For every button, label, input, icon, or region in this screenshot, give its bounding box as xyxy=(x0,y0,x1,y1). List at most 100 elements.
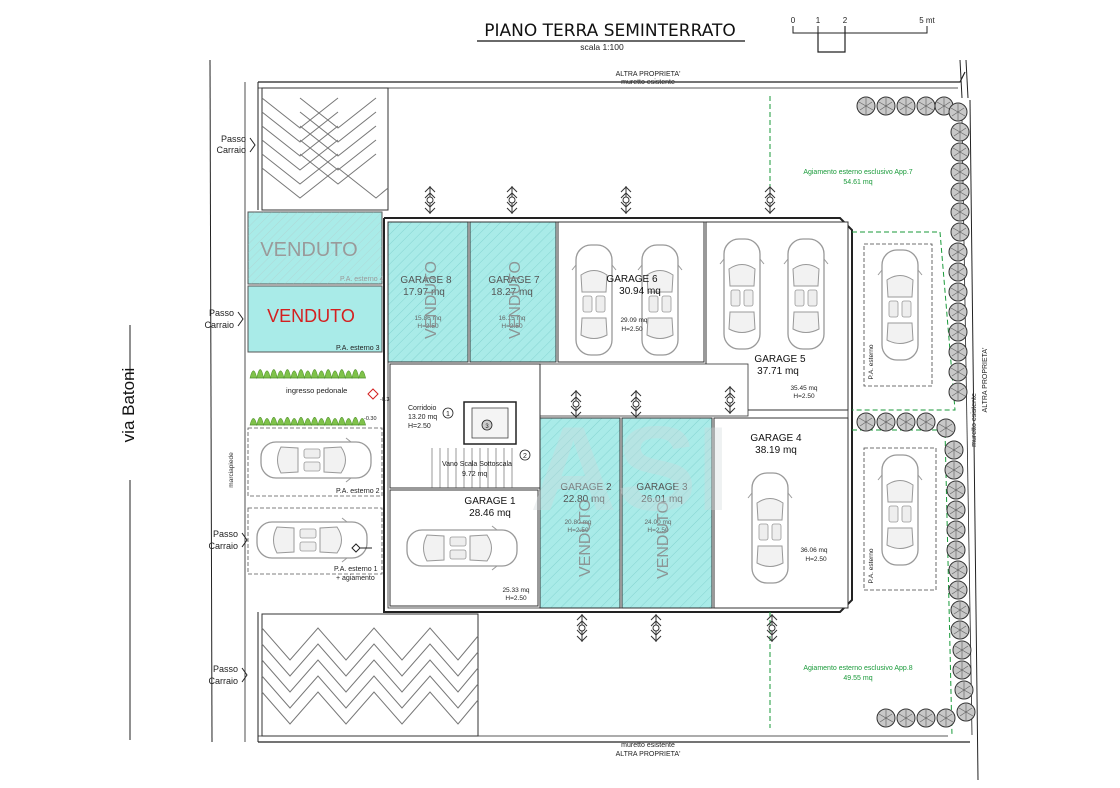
sold-label-g2: VENDUTO xyxy=(577,499,594,577)
garage-4-area: 38.19 mq xyxy=(755,445,797,456)
marker-1: 1 xyxy=(446,411,450,418)
garage-3-net: 24.00 mq xyxy=(644,519,671,526)
svg-text:Passo: Passo xyxy=(213,529,238,539)
sold-label-g3: VENDUTO xyxy=(655,501,672,579)
bottom-owner: ALTRA PROPRIETA' xyxy=(616,751,681,758)
garage-7-height: H=2.50 xyxy=(501,323,523,330)
sold-label-pa3: VENDUTO xyxy=(267,306,355,326)
garage-5-area: 37.71 mq xyxy=(757,366,799,377)
outdoor-parking-right-top: P.A. esterno xyxy=(863,243,933,387)
level-b: -0.30 xyxy=(364,416,377,422)
plan-title: PIANO TERRA SEMINTERRATO xyxy=(484,21,736,41)
car-icon xyxy=(877,249,923,361)
passage-1: Passo Carraio xyxy=(216,134,256,155)
car-icon xyxy=(261,438,371,482)
svg-text:Carraio: Carraio xyxy=(208,541,238,551)
scale-tick-2: 2 xyxy=(843,16,848,25)
street-edge xyxy=(129,59,246,743)
garage-6-height: H=2.50 xyxy=(621,326,643,333)
garage-4: GARAGE 4 38.19 mq 36.06 mq H=2.50 xyxy=(713,417,849,609)
garage-2-net: 20.80 mq xyxy=(564,519,591,526)
garage-6: GARAGE 6 30.94 mq 29.09 mq H=2.50 xyxy=(557,221,705,363)
sidewalk-label: marciapiede xyxy=(228,452,235,488)
car-icon xyxy=(257,518,367,562)
passage-4: Passo Carraio xyxy=(208,664,248,686)
garage-2: GARAGE 2 22.80 mq 20.80 mq H=2.50 VENDUT… xyxy=(539,417,621,609)
property-boundary xyxy=(257,59,979,781)
scale-tick-1: 1 xyxy=(816,16,821,25)
bottom-wall: muretto esistente xyxy=(621,742,675,749)
scale-tick-5: 5 mt xyxy=(919,16,935,25)
garage-6-net: 29.09 mq xyxy=(620,317,647,324)
corridor-label: Corridoio xyxy=(408,405,437,412)
garage-2-area: 22.80 mq xyxy=(563,494,605,505)
marker-3: 3 xyxy=(485,424,489,430)
garage-8-area: 17.97 mq xyxy=(403,287,445,298)
level-a: -0.30 xyxy=(380,397,393,403)
top-owner: ALTRA PROPRIETA' xyxy=(616,71,681,78)
bottom-ramp xyxy=(261,613,479,737)
top-ramp xyxy=(261,87,389,211)
garage-1-net: 25.33 mq xyxy=(502,587,529,594)
outdoor-parking-4: VENDUTO P.A. esterno 4 xyxy=(247,211,384,285)
scale-text: scala 1:100 xyxy=(580,42,624,52)
pa2-label: P.A. esterno 2 xyxy=(336,488,380,495)
garage-6-name: GARAGE 6 xyxy=(606,274,658,285)
car-icon xyxy=(747,472,793,584)
stair-area: 9.72 mq xyxy=(462,471,487,478)
garden-7-title: Agiamento esterno esclusivo App.7 xyxy=(803,169,912,176)
entry-marker-icon xyxy=(367,388,379,400)
garage-4-net: 36.06 mq xyxy=(800,547,827,554)
sold-label-pa4: VENDUTO xyxy=(260,239,357,261)
car-icon xyxy=(783,238,829,350)
garage-7-net: 16.15 mq xyxy=(498,315,525,322)
marker-2: 2 xyxy=(523,453,527,460)
garage-4-name: GARAGE 4 xyxy=(750,433,802,444)
garage-5-net: 35.45 mq xyxy=(790,385,817,392)
garage-3-height: H=2.50 xyxy=(647,527,669,534)
garage-3-area: 26.01 mq xyxy=(641,494,683,505)
sold-label-g8: VENDUTO xyxy=(423,261,440,339)
hedges xyxy=(249,369,366,426)
sold-label-g7: VENDUTO xyxy=(507,261,524,339)
corridor-height: H=2.50 xyxy=(408,423,431,430)
garden-8-title: Agiamento esterno esclusivo App.8 xyxy=(803,665,912,672)
outdoor-parking-3: VENDUTO P.A. esterno 3 xyxy=(247,285,383,353)
outdoor-parking-right-bottom: P.A. esterno xyxy=(863,447,937,591)
garage-7-name: GARAGE 7 xyxy=(488,275,540,286)
svg-text:Passo: Passo xyxy=(213,664,238,674)
garage-7-area: 18.27 mq xyxy=(491,287,533,298)
garage-6-area: 30.94 mq xyxy=(619,286,661,297)
street-name: via Batoni xyxy=(119,368,138,443)
scale-tick-0: 0 xyxy=(791,16,796,25)
garage-8-net: 15.86 mq xyxy=(414,315,441,322)
garage-8-name: GARAGE 8 xyxy=(400,275,452,286)
garden-7-area: 54.61 mq xyxy=(843,179,872,186)
garage-1-height: H=2.50 xyxy=(505,595,527,602)
car-icon xyxy=(637,244,683,356)
car-icon xyxy=(407,526,517,570)
outdoor-parking-2: P.A. esterno 2 xyxy=(247,427,383,497)
right-owner: ALTRA PROPRIETA' xyxy=(982,348,989,413)
garage-1: GARAGE 1 28.46 mq 25.33 mq H=2.50 xyxy=(389,489,539,607)
car-icon xyxy=(877,454,923,566)
garage-2-name: GARAGE 2 xyxy=(560,482,612,493)
garage-8: GARAGE 8 17.97 mq 15.86 mq H=2.50 VENDUT… xyxy=(387,221,469,363)
garage-1-area: 28.46 mq xyxy=(469,508,511,519)
pedestrian-entry: ingresso pedonale xyxy=(286,386,347,395)
watermark: ASI xyxy=(530,402,730,536)
garage-2-height: H=2.50 xyxy=(567,527,589,534)
passage-2: Passo Carraio xyxy=(204,308,244,330)
pa-right-top-label: P.A. esterno xyxy=(868,344,875,379)
garage-5-height: H=2.50 xyxy=(793,393,815,400)
corridor-area: 1 2 3 Corridoio 13.20 mq H=2.50 Vano Sca… xyxy=(389,363,749,489)
svg-text:Carraio: Carraio xyxy=(216,145,246,155)
garage-5-name: GARAGE 5 xyxy=(754,354,806,365)
garage-1-name: GARAGE 1 xyxy=(464,496,516,507)
outdoor-parking-1: P.A. esterno 1 + agiamento xyxy=(247,507,383,582)
passage-3: Passo Carraio xyxy=(208,529,248,551)
svg-text:Passo: Passo xyxy=(221,134,246,144)
svg-text:Passo: Passo xyxy=(209,308,234,318)
